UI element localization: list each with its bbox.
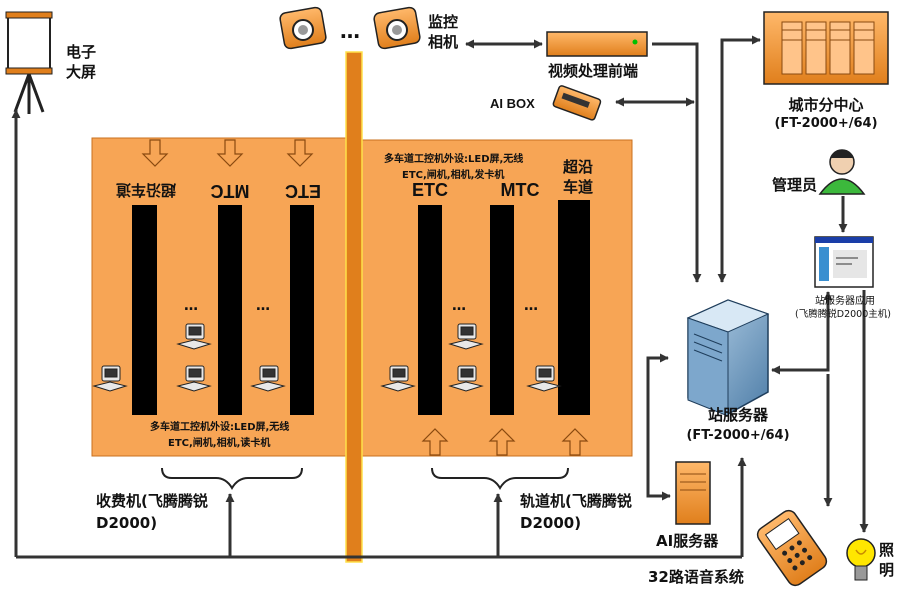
right-lane-label-2: MTC — [500, 180, 540, 200]
ai-box-label: AI BOX — [490, 96, 535, 111]
camera-ellipsis: … — [340, 19, 360, 43]
svg-text:…: … — [452, 298, 466, 314]
right-brace — [431, 467, 569, 490]
left-lane-bar-3 — [290, 205, 314, 415]
lane-ellipses: … … … … — [184, 298, 538, 314]
city-center-label: 城市分中心 — [788, 96, 864, 114]
phone-icon — [756, 509, 828, 587]
svg-text:…: … — [184, 298, 198, 314]
right-lane-label-1: ETC — [412, 180, 448, 200]
admin-label: 管理员 — [772, 176, 818, 194]
city-center-rack — [763, 11, 889, 85]
voice-system-label: 32路语音系统 — [648, 568, 744, 586]
right-lane-bar-3 — [558, 200, 590, 415]
right-lane-arrows — [421, 428, 589, 456]
left-lane-label-3: ETC — [285, 181, 321, 201]
left-lane-label-2: MTC — [210, 181, 250, 201]
ai-box-device — [552, 85, 602, 121]
station-app-label-2: (飞腾腾锐D2000主机) — [795, 309, 891, 320]
right-lane-label-3: 超沿车道 — [562, 159, 593, 196]
right-lane-bar-2 — [490, 205, 514, 415]
screen-label: 电子大屏 — [66, 43, 97, 81]
ai-server-label: AI服务器 — [656, 532, 719, 550]
station-server-model: (FT-2000+/64) — [686, 428, 790, 443]
left-peripherals-line-2: ETC,闸机,相机,读卡机 — [168, 438, 271, 449]
station-app-window — [814, 236, 874, 288]
admin-icon — [818, 149, 866, 195]
divider-pole — [345, 51, 363, 563]
left-brace — [161, 467, 303, 490]
svg-text:…: … — [524, 298, 538, 314]
lighting-label: 照明 — [879, 541, 895, 579]
connection-lines — [11, 35, 869, 559]
camera-icon-1 — [279, 6, 327, 50]
left-peripherals-line-1: 多车道工控机外设:LED屏,无线 — [150, 422, 290, 433]
city-center-model: (FT-2000+/64) — [774, 116, 878, 131]
left-lane-pcs — [92, 323, 286, 392]
toll-machine-label: 收费机(飞腾腾锐D2000) — [96, 492, 208, 532]
lightbulb-icon — [846, 538, 876, 581]
video-frontend-label: 视频处理前端 — [548, 62, 639, 80]
left-lane-bar-1 — [132, 205, 157, 415]
station-app-label-1: 站服务器应用 — [815, 296, 875, 307]
right-lane-pcs — [380, 323, 562, 392]
right-lane-bar-1 — [418, 205, 442, 415]
svg-text:…: … — [256, 298, 270, 314]
left-lane-bar-2 — [218, 205, 242, 415]
right-peripherals-line-2: ETC,闸机,相机,发卡机 — [402, 170, 505, 181]
left-lane-label-1: 超沿车道 — [116, 181, 177, 198]
video-frontend-device — [546, 31, 648, 57]
camera-icon-2 — [373, 6, 421, 50]
track-machine-label: 轨道机(飞腾腾锐D2000) — [520, 492, 632, 532]
camera-label: 监控相机 — [428, 13, 459, 51]
right-peripherals-line-1: 多车道工控机外设:LED屏,无线 — [384, 154, 524, 165]
station-server-label: 站服务器 — [707, 406, 768, 424]
station-server-icon — [686, 299, 770, 417]
left-lane-arrows — [141, 139, 314, 167]
screen-icon — [5, 11, 53, 114]
ai-server-icon — [675, 461, 711, 525]
